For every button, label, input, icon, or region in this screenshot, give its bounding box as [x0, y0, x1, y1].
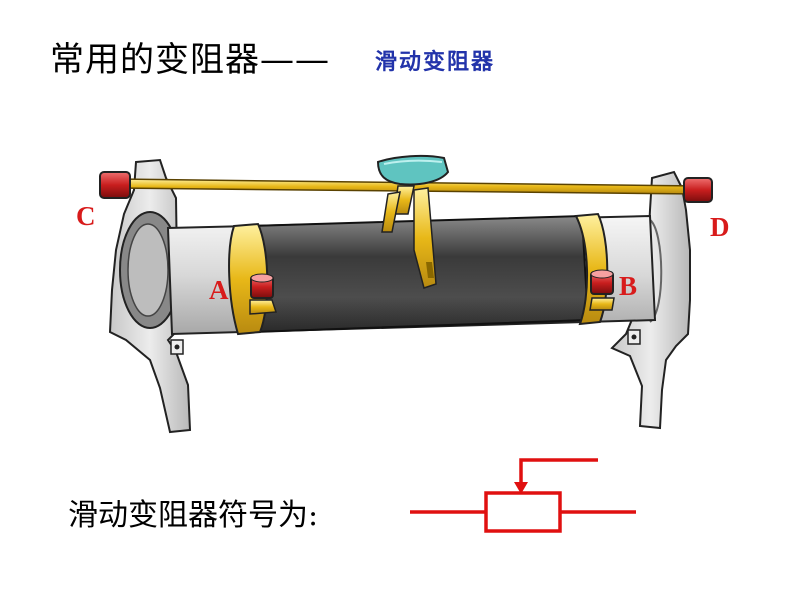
terminal-b-label: B	[619, 271, 638, 301]
page-subtitle: 滑动变阻器	[375, 50, 496, 75]
rheostat-diagram	[99, 154, 713, 434]
brass-band-right	[574, 212, 609, 326]
symbol-slider-wire	[519, 458, 598, 484]
terminal-d[interactable]	[683, 177, 713, 203]
terminal-b[interactable]	[589, 269, 615, 311]
slider-contact[interactable]	[376, 154, 450, 289]
terminal-c-label: C	[76, 201, 96, 231]
page-title: 常用的变阻器——	[50, 40, 330, 80]
terminal-a-label: A	[209, 275, 229, 305]
terminal-d-label: D	[710, 212, 730, 242]
symbol-caption: 滑动变阻器符号为:	[68, 498, 319, 533]
terminal-c[interactable]	[99, 171, 131, 199]
symbol-resistor-box	[484, 491, 562, 533]
terminal-a[interactable]	[249, 273, 278, 315]
symbol-slider-arrow	[514, 482, 528, 494]
